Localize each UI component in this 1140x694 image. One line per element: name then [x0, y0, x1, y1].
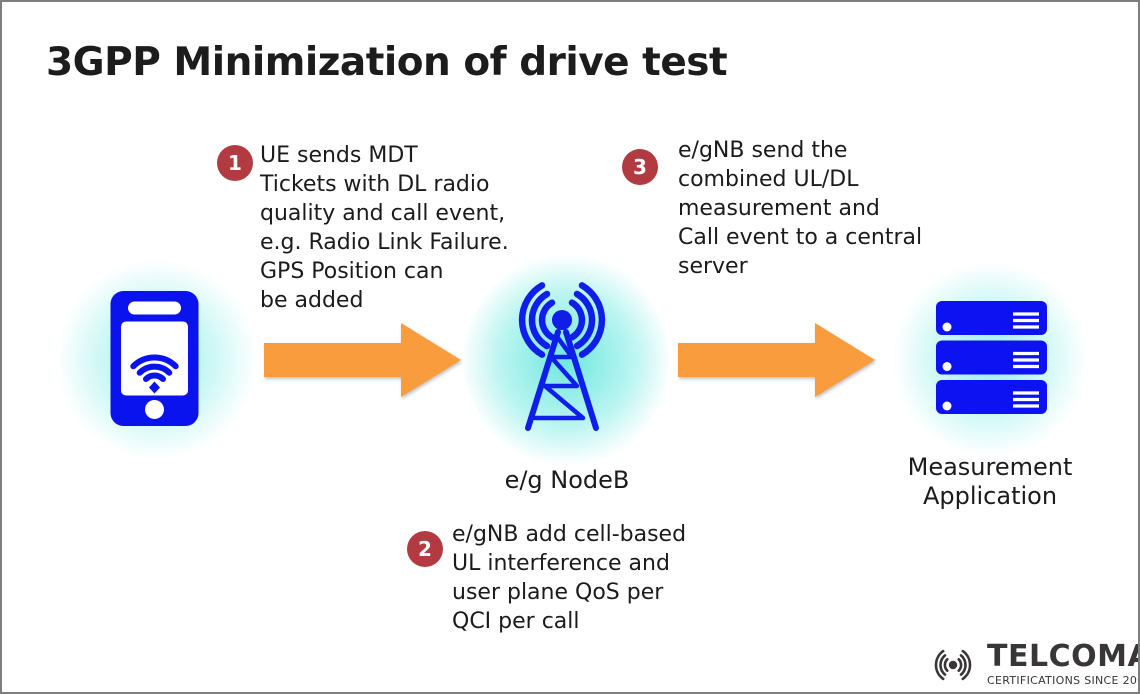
page-title: 3GPP Minimization of drive test [46, 40, 728, 85]
enodeb-glow [464, 254, 669, 466]
step-note-3: e/gNB send the combined UL/DL measuremen… [678, 138, 923, 279]
step-badge-1: 1 [217, 145, 253, 181]
server-stack-icon [936, 301, 1047, 414]
cell-tower-icon [518, 282, 606, 431]
enodeb-label: e/g NodeB [504, 466, 630, 494]
step-note-2: e/gNB add cell-based UL interference and… [452, 522, 687, 634]
signal-waves-icon [934, 649, 972, 681]
server-label: Measurement Application [907, 453, 1073, 510]
flow-arrow-ue-to-enodeb [264, 323, 461, 397]
telcoma-logo: TELCOMA CERTIFICATIONS SINCE 2009 [922, 639, 1140, 688]
logo-brand: TELCOMA [987, 639, 1140, 674]
step-note-1: UE sends MDT Tickets with DL radio quali… [260, 143, 509, 313]
flow-arrow-enodeb-to-server [678, 323, 875, 397]
smartphone-wifi-icon [110, 291, 199, 426]
logo-tagline: CERTIFICATIONS SINCE 2009 [987, 674, 1140, 687]
step-badge-2: 2 [407, 531, 443, 567]
step-badge-3: 3 [622, 149, 658, 185]
